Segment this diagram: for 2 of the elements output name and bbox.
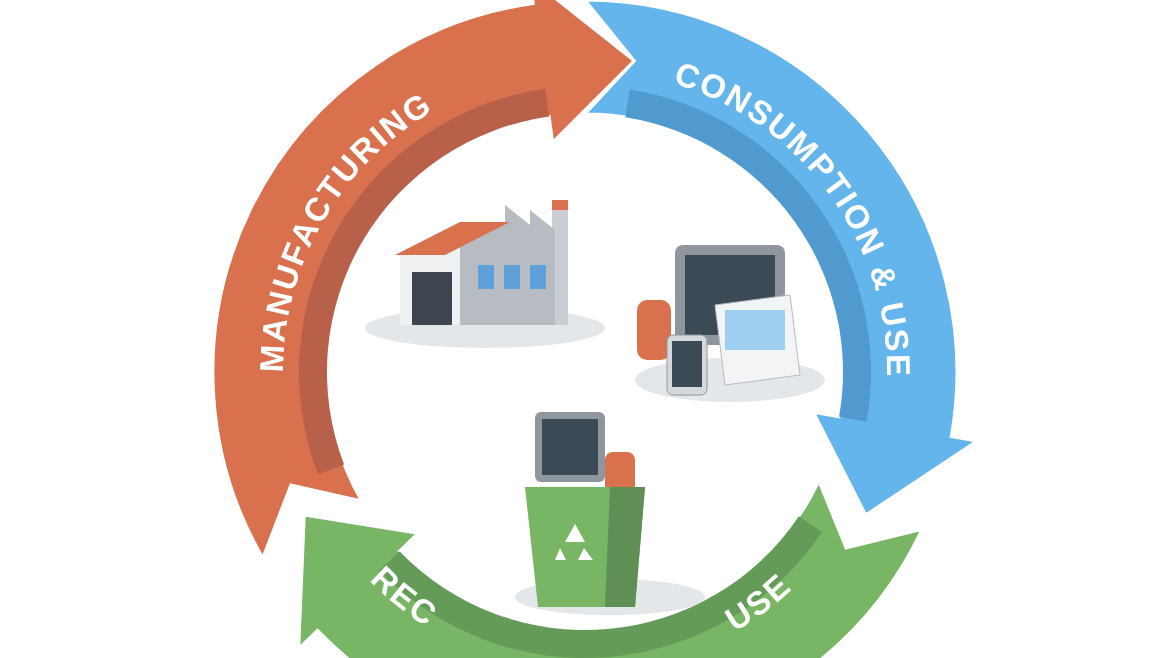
arrow-label: USE <box>718 565 799 639</box>
recycling-bin-drawing <box>515 412 705 615</box>
